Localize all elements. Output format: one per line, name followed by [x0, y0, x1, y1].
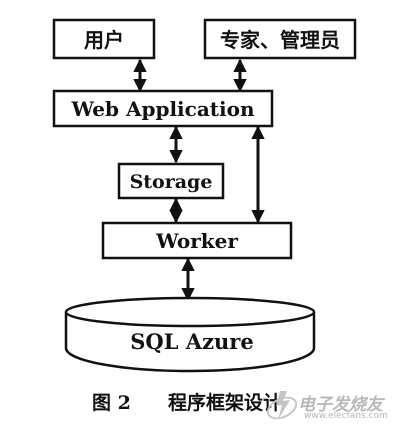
watermark-url: www.elecfans.com — [304, 411, 388, 421]
watermark-logo-icon — [266, 391, 298, 420]
web-application-box — [52, 89, 274, 128]
figure-caption: 图 2 程序框架设计 电子发烧友 www.elecfans.com — [0, 384, 415, 424]
user-label: 用户 — [84, 28, 124, 52]
figure-number: 图 2 — [92, 392, 131, 414]
storage-label: Storage — [130, 171, 213, 193]
sql-azure-label: SQL Azure — [130, 329, 253, 354]
expert-admin-label: 专家、管理员 — [220, 28, 340, 52]
worker-box — [101, 221, 293, 260]
user-box — [52, 18, 156, 60]
watermark-name: 电子发烧友 — [298, 395, 383, 415]
figure-title: 程序框架设计 — [168, 392, 283, 414]
storage-box — [117, 162, 225, 200]
web-application-label: Web Application — [70, 97, 254, 121]
sql-azure-cylinder — [64, 296, 316, 373]
expert-admin-box — [203, 18, 357, 60]
worker-label: Worker — [155, 229, 238, 253]
